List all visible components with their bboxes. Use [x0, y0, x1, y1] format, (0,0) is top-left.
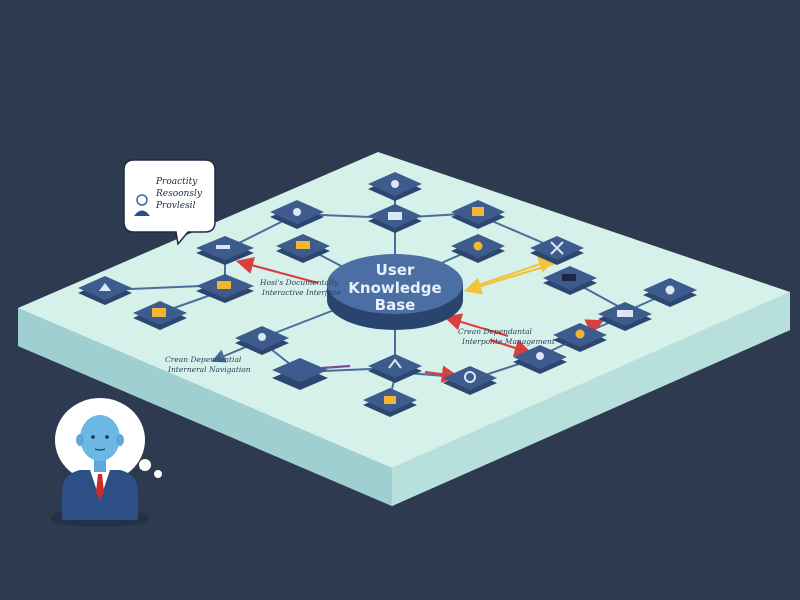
tools-icon [550, 241, 564, 255]
box-icon [296, 241, 310, 249]
label-left-line2: Interactive Interface [261, 288, 341, 297]
node-upper-right [451, 200, 505, 229]
document-icon [562, 274, 576, 281]
node-right-lower [553, 323, 607, 352]
label-left-line1: Hosi's Documentally [259, 278, 339, 287]
node-bottom-right [443, 366, 497, 395]
gear-icon [473, 241, 483, 251]
pen-icon [216, 245, 230, 249]
node-far-upper-right [530, 236, 584, 265]
label-bottom-left-line2: Interneral Navigation [167, 365, 251, 374]
bubble-line2: Resoonsly [155, 189, 203, 199]
label-bottom-left-line1: Crean Dependential [165, 355, 242, 364]
node-lower-left-b [272, 358, 328, 390]
businessman-avatar [50, 398, 162, 527]
node-far-upper-left [196, 236, 254, 265]
shape-icon [99, 283, 111, 291]
knowledge-base-hub: User Knowledge Base [327, 254, 463, 330]
node-upper-center [368, 204, 422, 233]
clock-icon [665, 285, 675, 295]
refresh-icon [464, 371, 476, 383]
highlight-arrows [235, 255, 605, 383]
node-lower-left-a [235, 326, 289, 355]
lock-icon [384, 396, 396, 404]
bubble-line3: Provlesil [155, 201, 196, 211]
person-icon [258, 333, 266, 341]
node-left-edge [78, 276, 132, 305]
label-right-line1: Crean Dependantal [458, 327, 533, 336]
diagram-labels: Hosi's Documentally Interactive Interfac… [165, 278, 556, 374]
node-right-mid [598, 302, 652, 331]
person-icon [134, 194, 150, 216]
node-mid-left [276, 234, 330, 263]
node-top [368, 172, 422, 201]
tie-icon [96, 474, 104, 500]
node-lower-right [513, 345, 567, 374]
node-mid-right [451, 234, 505, 263]
globe-icon [293, 208, 301, 216]
hub-title-line3: Base [375, 296, 416, 314]
label-right-line2: Interpolite Management [461, 337, 556, 346]
diagram-nodes [78, 172, 697, 417]
node-left-lower [133, 301, 187, 330]
node-bottom [363, 388, 417, 417]
folder-icon [152, 308, 166, 317]
hub-title-line2: Knowledge [348, 279, 441, 297]
hub-title-line1: User [376, 261, 415, 279]
arrow-icon [388, 358, 402, 369]
node-right-edge [643, 278, 697, 307]
node-right-upper [543, 266, 597, 295]
card-icon [617, 310, 633, 317]
tag-icon [217, 281, 231, 289]
monitor-icon [388, 212, 402, 220]
node-bottom-center [368, 354, 422, 383]
settings-icon [536, 352, 544, 360]
user-icon [391, 180, 399, 188]
node-upper-left [270, 200, 324, 229]
puzzle-icon [472, 207, 484, 216]
bubble-line1: Proactity [155, 177, 198, 187]
speech-bubble: Proactity Resoonsly Provlesil [123, 159, 216, 246]
lightbulb-icon [575, 329, 585, 339]
node-left-center [196, 274, 254, 303]
